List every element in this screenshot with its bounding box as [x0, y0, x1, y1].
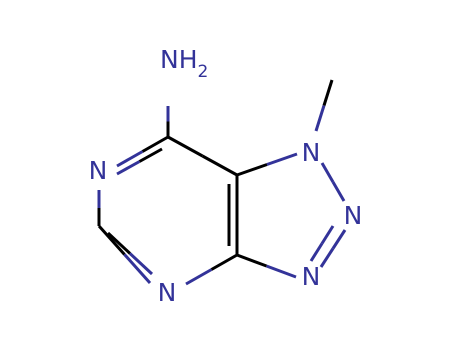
- bond-n2-n3-b: [319, 247, 335, 268]
- atom-labels: NH2 N N N N N: [89, 45, 363, 307]
- bond-n-bottom-c-a: [185, 268, 213, 286]
- bond-fused-c-amine-c-a: [201, 154, 238, 177]
- atom-label-n-pyrimidine-top: N: [89, 156, 108, 185]
- bond-ch-n-bottom-inner-b: [128, 252, 154, 276]
- atom-label-amine: NH2: [160, 45, 208, 82]
- bond-n-bottom-c-b: [210, 253, 238, 271]
- bond-n2-n3-a: [331, 229, 347, 250]
- bond-ch-n-bottom-b: [123, 253, 152, 285]
- bond-c-n1-a: [236, 163, 268, 177]
- bond-n2-n3-inner-a: [320, 225, 335, 245]
- bond-n1-n2-b: [331, 181, 346, 202]
- bond-c-n-top-inner-a: [138, 147, 163, 163]
- bonds: [97, 79, 347, 286]
- bond-ch-n-bottom-a: [97, 224, 126, 256]
- atom-label-n-triazole-1: N: [302, 138, 321, 167]
- bond-ch-n-bottom-inner-a: [106, 231, 132, 255]
- bond-n1-n2-a: [320, 162, 335, 183]
- bond-c-n-top-b: [116, 150, 144, 168]
- bond-c-n1-b: [266, 152, 298, 166]
- bond-n3-c-b: [236, 253, 268, 268]
- bond-n2-n3-inner-b: [309, 242, 324, 262]
- atom-label-n-triazole-3: N: [302, 262, 321, 291]
- atom-label-n-pyrimidine-bottom: N: [158, 278, 177, 307]
- bond-n3-c-a: [265, 264, 297, 279]
- bond-c-n-top-a: [141, 135, 169, 153]
- bond-c-n-top-inner-b: [116, 160, 141, 176]
- bond-fused-c-amine-c-b: [167, 135, 204, 158]
- atom-label-n-triazole-2: N: [344, 201, 363, 230]
- bond-n1-methyl-a: [314, 105, 326, 132]
- bond-n1-methyl-b: [322, 79, 334, 106]
